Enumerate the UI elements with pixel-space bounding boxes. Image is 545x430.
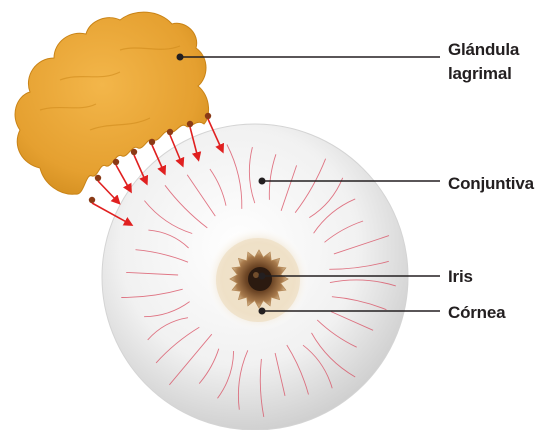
marker-iris: [259, 273, 266, 280]
label-conjunctiva: Conjuntiva: [448, 172, 534, 196]
duct-opening: [131, 149, 137, 155]
label-lacrimal-gland-line2: lagrimal: [448, 62, 540, 86]
pupil: [248, 267, 272, 291]
iris-and-cornea: [206, 227, 310, 331]
duct-opening: [113, 159, 119, 165]
marker-conjunctiva: [259, 178, 266, 185]
duct-opening: [95, 175, 101, 181]
label-cornea: Córnea: [448, 301, 505, 325]
marker-cornea: [259, 308, 266, 315]
duct-opening: [149, 139, 155, 145]
duct-opening: [89, 197, 95, 203]
duct-opening: [205, 113, 211, 119]
duct-opening: [187, 121, 193, 127]
label-lacrimal-gland-line1: Glándula: [448, 38, 540, 62]
label-lacrimal-gland: Glándula lagrimal: [448, 38, 540, 86]
tear-arrow: [116, 165, 130, 190]
label-iris: Iris: [448, 265, 473, 289]
tear-arrow: [98, 181, 118, 202]
duct-opening: [167, 129, 173, 135]
marker-gland: [177, 54, 184, 61]
